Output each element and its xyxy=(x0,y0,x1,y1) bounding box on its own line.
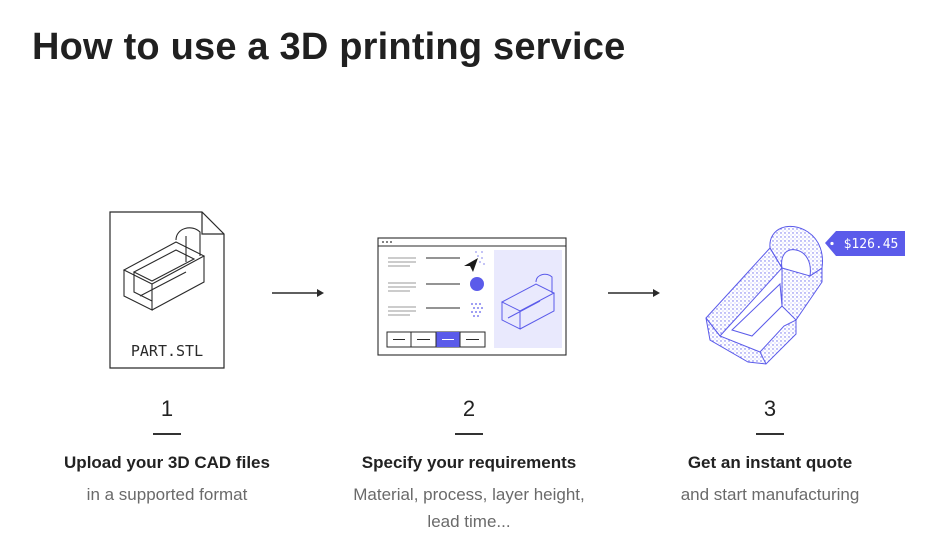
page-title: How to use a 3D printing service xyxy=(32,26,626,68)
step-description: and start manufacturing xyxy=(680,485,860,504)
step-heading: Upload your 3D CAD files xyxy=(64,453,270,472)
selected-option-icon xyxy=(470,277,484,291)
step-divider xyxy=(153,433,181,435)
step-divider xyxy=(756,433,784,435)
step-heading: Specify your requirements xyxy=(361,453,577,472)
step-description: in a supported format xyxy=(86,485,248,504)
cursor-icon xyxy=(464,258,478,272)
texture-swatch-icon xyxy=(471,303,483,317)
step-divider xyxy=(455,433,483,435)
step-description: Material, process, layer height, lead ti… xyxy=(353,485,585,531)
step-number: 3 xyxy=(763,396,777,421)
step-number: 1 xyxy=(160,396,174,421)
stl-file-icon: PART.STL xyxy=(109,211,225,369)
wireframe-part-icon xyxy=(122,227,206,311)
price-label: $126.45 xyxy=(844,237,899,252)
step-heading: Get an instant quote xyxy=(687,453,853,472)
arrow-right-icon xyxy=(608,289,660,297)
file-name-label: PART.STL xyxy=(131,342,203,360)
requirements-window-icon xyxy=(377,237,567,356)
printed-part-icon xyxy=(705,225,823,365)
price-tag: $126.45 xyxy=(825,231,905,256)
arrow-right-icon xyxy=(272,289,324,297)
segmented-control xyxy=(386,331,486,348)
part-preview-icon xyxy=(500,273,556,330)
step-number: 2 xyxy=(462,396,476,421)
